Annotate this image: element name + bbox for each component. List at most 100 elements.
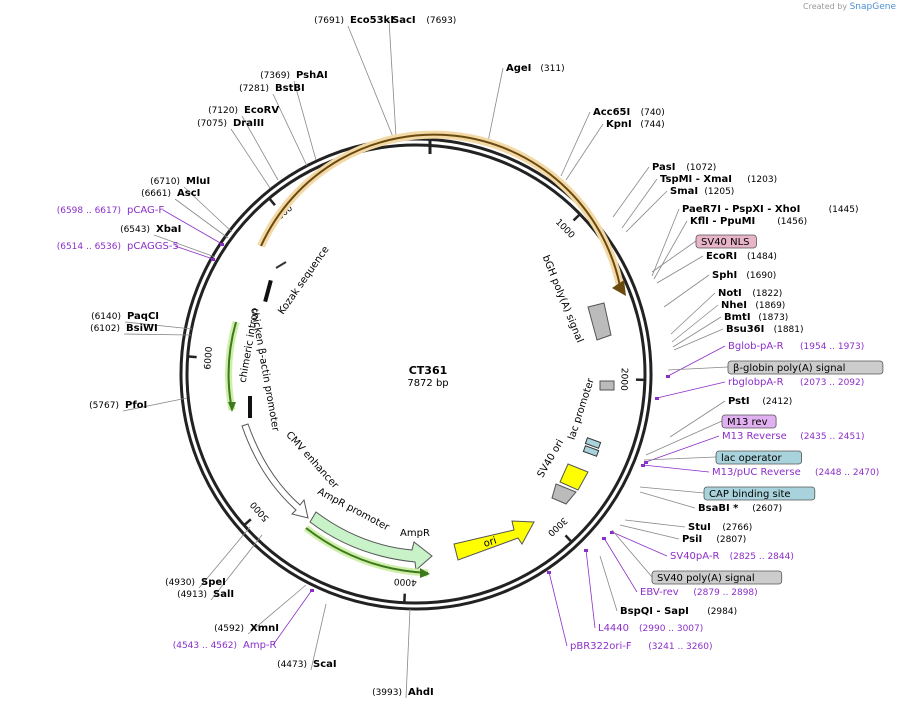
enzyme-position: (7691) [314,16,344,26]
enzyme-nhei[interactable]: NheI (1869) [721,300,785,311]
enzyme-name: SpeI [201,577,226,588]
enzyme-name: BsiWI [126,323,158,334]
cmv-arrow [241,423,309,519]
feature-label-cmv-enhancer: CMV enhancer [283,430,340,492]
enzyme-eco53ki[interactable]: (7691) Eco53kI [314,15,394,26]
enzyme-position: (2984) [707,607,737,617]
leader-lines [122,19,729,699]
primer-pcag-f[interactable]: (6598 .. 6617)pCAG-F [57,205,165,216]
feature-box-label: lac operator [721,453,782,464]
enzyme-draiii[interactable]: (7075)DraIII [197,118,264,129]
primer-pcaggs-5[interactable]: (6514 .. 6536)pCAGGS-5 [57,241,179,252]
enzyme-spei[interactable]: (4930)SpeI [165,577,226,588]
feature-shapes [225,130,626,578]
enzyme-xmni[interactable]: (4592)XmnI [214,623,279,634]
primer-m13-puc-reverse[interactable]: M13/pUC Reverse(2448 .. 2470) [712,467,879,478]
tick-label: 6000 [203,346,215,370]
enzyme-bmti[interactable]: BmtI(1873) [724,312,788,323]
enzyme-sphi[interactable]: SphI(1690) [712,270,776,281]
feature-box-label: SV40 poly(A) signal [657,573,755,584]
feature-box-m13-rev[interactable]: M13 rev [721,414,777,429]
primer-position: (2990 .. 3007) [639,624,703,634]
enzyme-bstbi[interactable]: (7281)BstBI [239,83,305,94]
enzyme-agei[interactable]: AgeI(311) [506,63,565,74]
enzyme-pasi[interactable]: PasI(1072) [652,162,716,173]
primer-pbr322ori-f[interactable]: pBR322ori-F(3241 .. 3260) [570,641,712,652]
enzyme-position: (7693) [426,16,456,26]
enzyme-xbai[interactable]: (6543)XbaI [120,224,181,235]
tick-label: 5000 [249,499,272,523]
enzyme-position: (1869) [755,301,785,311]
feature-label-ampr: AmpR [400,528,430,539]
primer-rbglobpa-r[interactable]: rbglobpA-R(2073 .. 2092) [728,377,864,388]
primer-position: (3241 .. 3260) [648,642,712,652]
enzyme-name: AgeI [506,63,531,74]
enzyme-kpni[interactable]: KpnI(744) [606,119,665,130]
primer-name: pCAGGS-5 [127,241,179,252]
enzyme-smai[interactable]: SmaI(1205) [670,186,734,197]
enzyme-scai[interactable]: (4473)ScaI [277,659,337,670]
enzyme-bsabi-[interactable]: BsaBI *(2607) [698,503,782,514]
feature-label-bgh-poly-a-signal: bGH poly(A) signal [540,254,585,345]
enzyme-pshai[interactable]: (7369)PshAI [260,70,328,81]
enzyme-bsu36i[interactable]: Bsu36I(1881) [726,324,804,335]
enzyme-mlui[interactable]: (6710)MluI [150,176,210,187]
enzyme-asci[interactable]: (6661)AscI [141,188,200,199]
enzyme-name: BsaBI * [698,503,739,514]
enzyme-psti[interactable]: PstI(2412) [728,396,792,407]
enzyme-ecorv[interactable]: (7120)EcoRV [208,105,279,116]
enzyme-pfoi[interactable]: (5767)PfoI [89,400,147,411]
enzyme-name: XbaI [156,224,181,235]
feature-label-ori: ori [482,535,498,549]
primer-bglob-pa-r[interactable]: Bglob-pA-R(1954 .. 1973) [728,341,864,352]
primer-position: (2879 .. 2898) [693,588,757,598]
enzyme-psii[interactable]: PsiI(2807) [682,534,746,545]
enzyme-noti[interactable]: NotI(1822) [718,288,782,299]
enzyme-name: NheI [721,300,747,311]
primer-l4440[interactable]: L4440(2990 .. 3007) [598,623,703,634]
enzyme-name: KflI - PpuMI [690,216,755,227]
kozak-mark [263,279,273,303]
enzyme-name: PasI [652,162,675,173]
primer-m13-reverse[interactable]: M13 Reverse(2435 .. 2451) [722,431,864,442]
enzyme-position: (6710) [150,177,180,187]
enzyme-acc65i[interactable]: Acc65I(740) [593,107,665,118]
tick-1000 [572,213,581,222]
enzyme-kfli-ppumi[interactable]: KflI - PpuMI(1456) [690,216,807,227]
feature-box-label: M13 rev [727,417,768,428]
plasmid-name: CT361 [409,364,448,377]
feature-label-lac-promoter: lac promoter [567,376,598,441]
primer-amp-r[interactable]: (4543 .. 4562)Amp-R [173,640,277,651]
enzyme-name: Eco53kI [350,15,394,26]
enzyme-name: PshAI [296,70,328,81]
enzyme-name: BstBI [275,83,305,94]
primer-ebv-rev[interactable]: EBV-rev(2879 .. 2898) [640,587,758,598]
enzyme-stui[interactable]: StuI(2766) [688,522,752,533]
enzyme-name: PstI [728,396,750,407]
enzyme-name: BmtI [724,312,751,323]
primer-position: (2448 .. 2470) [815,468,879,478]
enzyme-sali[interactable]: (4913)SalI [177,589,234,600]
feature-box-lac-operator[interactable]: lac operator [715,450,802,465]
enzyme-name: Bsu36I [726,324,764,335]
feature-box--globin-poly-a-signal[interactable]: β-globin poly(A) signal [727,360,884,375]
enzyme-saci[interactable]: SacI(7693) [392,15,456,26]
feature-box-sv40-nls[interactable]: SV40 NLS [695,234,757,249]
enzyme-name: AhdI [408,687,434,698]
enzyme-ecori[interactable]: EcoRI(1484) [706,251,777,262]
enzyme-tspmi-xmai[interactable]: TspMI - XmaI(1203) [660,174,777,185]
enzyme-name: PaqCI [127,311,159,322]
feature-box-label: CAP binding site [709,489,791,500]
enzyme-ahdi[interactable]: (3993)AhdI [372,687,434,698]
enzyme-name: EcoRI [706,251,737,262]
tick-6000 [188,355,197,359]
enzyme-bspqi-sapi[interactable]: BspQI - SapI(2984) [620,606,737,617]
enzyme-name: SalI [213,589,234,600]
enzyme-bsiwi[interactable]: (6102)BsiWI [90,323,158,334]
enzyme-paer7i-pspxi-xhoi[interactable]: PaeR7I - PspXI - XhoI(1445) [682,204,859,215]
feature-box-sv40-poly-a-signal[interactable]: SV40 poly(A) signal [651,570,783,585]
feature-box-cap-binding-site[interactable]: CAP binding site [703,486,816,501]
enzyme-name: StuI [688,522,711,533]
primer-sv40pa-r[interactable]: SV40pA-R(2825 .. 2844) [670,551,794,562]
enzyme-paqci[interactable]: (6140)PaqCI [91,311,159,322]
